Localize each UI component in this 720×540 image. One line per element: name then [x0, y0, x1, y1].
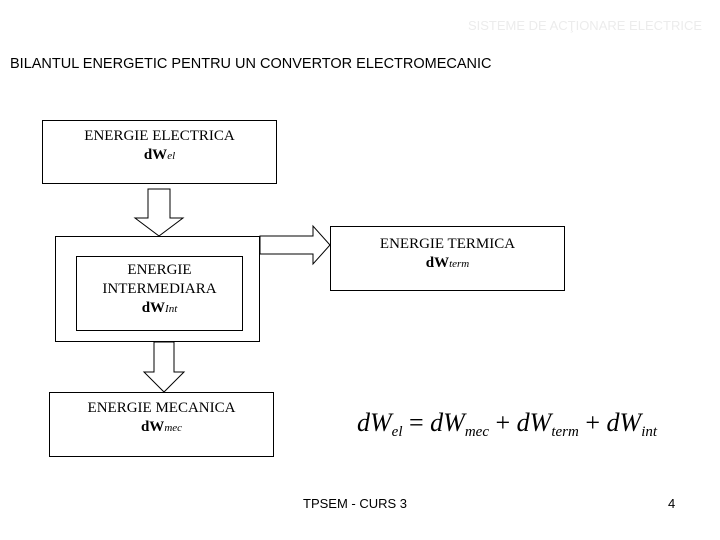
course-footer: TPSEM - CURS 3: [303, 496, 408, 511]
arrow-intermediate-to-mechanical: [142, 341, 186, 393]
intermediate-energy-symbol: dWInt: [141, 300, 178, 316]
thermal-energy-symbol: dWterm: [425, 255, 470, 271]
electric-energy-box: ENERGIE ELECTRICA dWel: [42, 120, 277, 184]
electric-energy-symbol: dWel: [143, 147, 176, 163]
mechanical-energy-label: ENERGIE MECANICA: [87, 400, 236, 416]
intermediate-energy-label-line2: INTERMEDIARA: [102, 281, 217, 297]
intermediate-energy-box: ENERGIE INTERMEDIARA dWInt: [76, 256, 243, 331]
energy-balance-equation: dWel = dWmec + dWterm + dWint: [357, 408, 658, 440]
presentation-header: SISTEME DE ACŢIONARE ELECTRICE: [467, 18, 702, 33]
arrow-electric-to-intermediate: [133, 188, 185, 237]
mechanical-energy-symbol: dWmec: [140, 419, 183, 435]
electric-energy-label: ENERGIE ELECTRICA: [84, 128, 235, 144]
slide-heading: BILANTUL ENERGETIC PENTRU UN CONVERTOR E…: [10, 56, 492, 72]
page-number: 4: [668, 496, 676, 511]
mechanical-energy-box: ENERGIE MECANICA dWmec: [49, 392, 274, 457]
thermal-energy-label: ENERGIE TERMICA: [379, 236, 516, 252]
intermediate-energy-label-line1: ENERGIE: [127, 262, 192, 278]
thermal-energy-box: ENERGIE TERMICA dWterm: [330, 226, 565, 291]
arrow-intermediate-to-thermal: [259, 224, 331, 266]
